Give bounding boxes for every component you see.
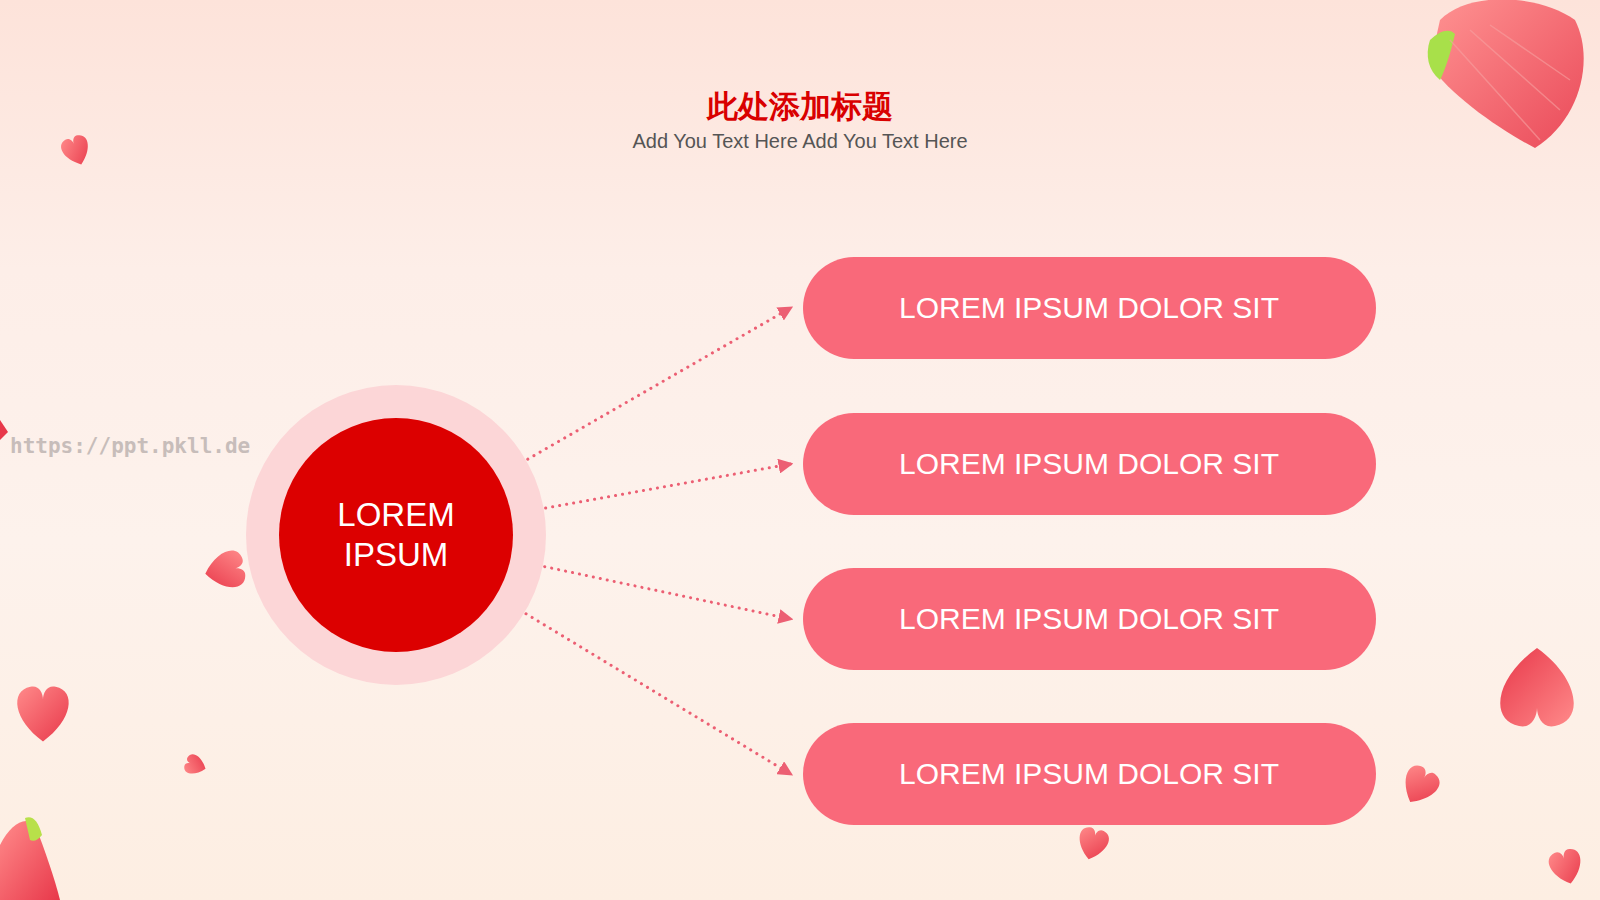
item-label: LOREM IPSUM DOLOR SIT bbox=[899, 757, 1279, 791]
item-pill: LOREM IPSUM DOLOR SIT bbox=[803, 723, 1376, 825]
dotted-arrow bbox=[546, 464, 791, 508]
hub-core: LOREM IPSUM bbox=[279, 418, 513, 652]
watermark: https://ppt.pkll.de bbox=[10, 434, 250, 458]
item-pill: LOREM IPSUM DOLOR SIT bbox=[803, 413, 1376, 515]
item-pill: LOREM IPSUM DOLOR SIT bbox=[803, 257, 1376, 359]
dotted-arrow bbox=[545, 567, 791, 619]
subtitle: Add You Text Here Add You Text Here bbox=[0, 130, 1600, 153]
item-label: LOREM IPSUM DOLOR SIT bbox=[899, 291, 1279, 325]
item-pill: LOREM IPSUM DOLOR SIT bbox=[803, 568, 1376, 670]
item-label: LOREM IPSUM DOLOR SIT bbox=[899, 602, 1279, 636]
item-label: LOREM IPSUM DOLOR SIT bbox=[899, 447, 1279, 481]
dotted-arrow bbox=[526, 614, 790, 774]
hub-circle: LOREM IPSUM bbox=[246, 385, 546, 685]
hub-label: LOREM IPSUM bbox=[321, 495, 471, 576]
large-petal bbox=[0, 817, 60, 900]
dotted-arrow bbox=[528, 308, 791, 459]
large-petal bbox=[1428, 0, 1584, 148]
slide-title: 此处添加标题 bbox=[0, 86, 1600, 128]
